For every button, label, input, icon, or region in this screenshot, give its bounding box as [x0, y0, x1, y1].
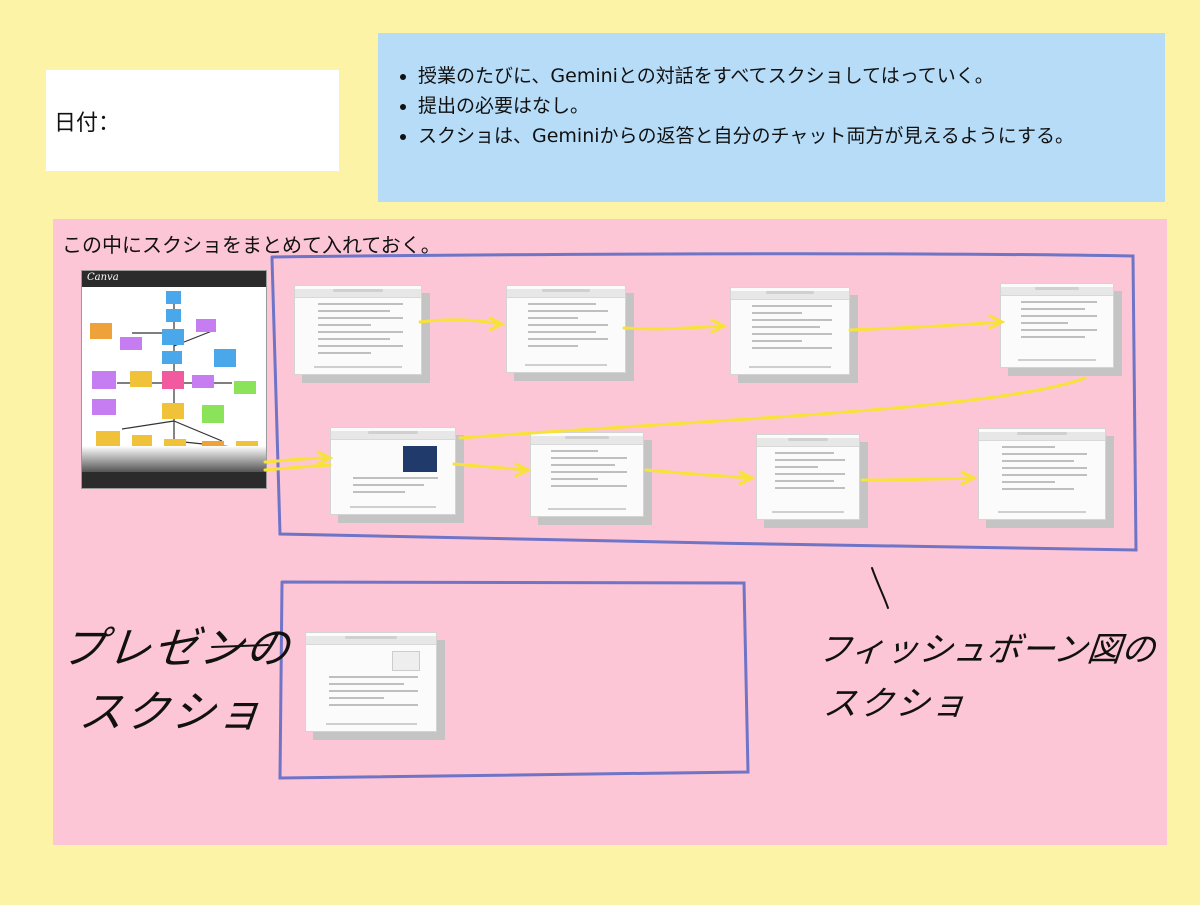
sticky-note: [166, 291, 181, 304]
canva-bottom-bar: [82, 472, 266, 488]
sticky-note: [234, 381, 256, 394]
gemini-screenshot[interactable]: [730, 287, 850, 375]
browser-bar: [731, 291, 849, 300]
sticky-note: [162, 329, 184, 345]
sticky-note: [196, 319, 216, 332]
browser-bar: [507, 289, 625, 298]
attached-image-thumbnail: [391, 651, 420, 671]
sticky-note: [120, 337, 142, 350]
fishbone-label-line1: フィッシュボーン図の: [815, 630, 1158, 670]
fishbone-frame: [270, 252, 1138, 552]
gemini-screenshot[interactable]: [978, 428, 1106, 520]
sticky-note: [130, 371, 152, 387]
presentation-frame: [278, 580, 750, 780]
sticky-note: [92, 371, 116, 389]
sticky-note: [214, 349, 236, 367]
canva-toolbar: Canva: [82, 271, 266, 287]
sticky-note: [92, 399, 116, 415]
presentation-screenshot[interactable]: [305, 632, 437, 732]
arrow: [622, 324, 724, 331]
browser-bar: [306, 636, 436, 645]
canva-fade: [82, 446, 266, 472]
browser-bar: [979, 432, 1105, 441]
attached-image-thumbnail: [402, 446, 437, 472]
browser-bar: [295, 289, 421, 298]
date-box[interactable]: 日付：: [46, 70, 339, 171]
instructions-list: 授業のたびに、Geminiとの対話をすべてスクショしてはっていく。 提出の必要は…: [396, 61, 1145, 151]
arrow: [418, 318, 502, 326]
arrow: [458, 376, 1087, 440]
arrow: [644, 468, 754, 480]
canva-logo: Canva: [87, 272, 119, 283]
browser-bar: [757, 438, 859, 447]
sticky-note: [90, 323, 112, 339]
instructions-box: 授業のたびに、Geminiとの対話をすべてスクショしてはっていく。 提出の必要は…: [378, 33, 1165, 202]
gemini-screenshot[interactable]: [756, 434, 860, 520]
arrow: [452, 462, 530, 472]
sticky-note: [166, 309, 181, 322]
fishbone-label-line2: スクショ: [821, 684, 970, 724]
arrow: [860, 476, 976, 482]
instruction-item: 提出の必要はなし。: [418, 91, 1145, 121]
pointer-stroke: [871, 567, 889, 609]
browser-bar: [531, 436, 643, 445]
arrow: [848, 320, 1002, 332]
browser-bar: [331, 431, 455, 440]
gemini-screenshot[interactable]: [330, 427, 456, 515]
sticky-note: [202, 405, 224, 423]
sticky-note: [162, 351, 182, 364]
gemini-screenshot[interactable]: [1000, 283, 1114, 368]
arrow: [263, 456, 332, 464]
board-caption: この中にスクショをまとめて入れておく。: [62, 233, 441, 257]
canva-fishbone-screenshot[interactable]: Canva: [81, 270, 267, 489]
presentation-label-line2: スクショ: [76, 687, 267, 738]
gemini-screenshot[interactable]: [506, 285, 626, 373]
gemini-screenshot[interactable]: [294, 285, 422, 375]
browser-bar: [1001, 287, 1113, 296]
gemini-screenshot[interactable]: [530, 432, 644, 517]
sticky-note: [192, 375, 214, 388]
sticky-note: [162, 371, 184, 389]
underline-stroke: [211, 644, 269, 648]
sticky-note: [162, 403, 184, 419]
instruction-item: スクショは、Geminiからの返答と自分のチャット両方が見えるようにする。: [418, 121, 1145, 151]
instruction-item: 授業のたびに、Geminiとの対話をすべてスクショしてはっていく。: [418, 61, 1145, 91]
date-label: 日付：: [54, 110, 121, 136]
presentation-label-line1: プレゼンの: [58, 623, 295, 674]
